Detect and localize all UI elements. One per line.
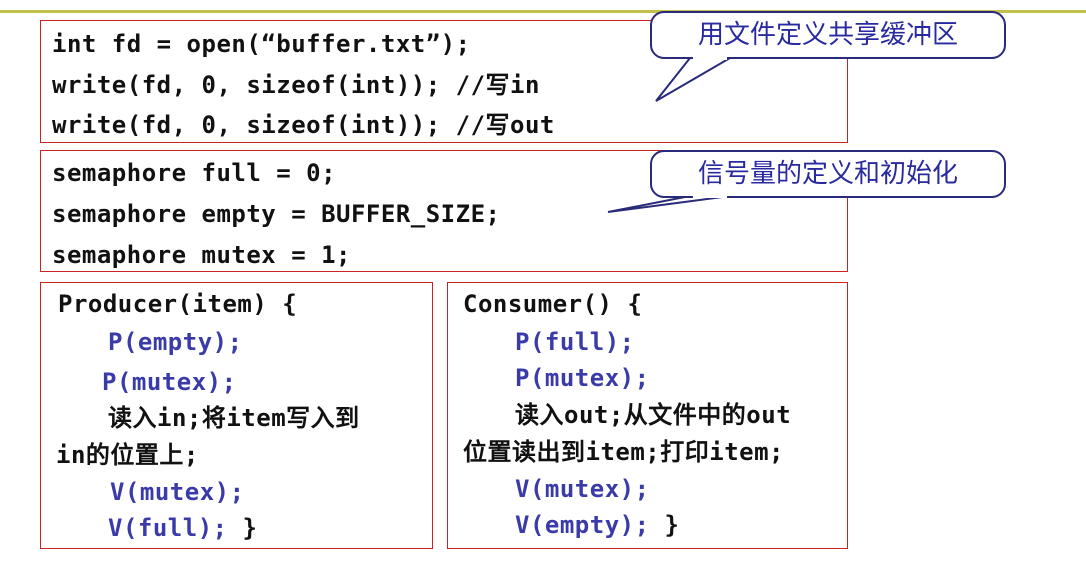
consumer-code-box (447, 282, 848, 549)
callout-pointer-cover-1 (693, 55, 727, 60)
top-rule (0, 10, 1086, 13)
code-line-open: int fd = open(“buffer.txt”); (52, 30, 471, 58)
consumer-v-mutex: V(mutex); (515, 475, 650, 503)
consumer-close-brace: } (649, 511, 680, 539)
producer-p-mutex: P(mutex); (102, 368, 237, 396)
producer-text-2: in的位置上; (56, 441, 199, 469)
consumer-text-1: 读入out;从文件中的out (515, 401, 792, 429)
producer-header: Producer(item) { (58, 290, 298, 318)
consumer-header: Consumer() { (463, 290, 643, 318)
code-line-write-out: write(fd, 0, sizeof(int)); //写out (52, 111, 555, 139)
producer-p-empty: P(empty); (108, 328, 243, 356)
producer-v-full-line: V(full); } (108, 513, 258, 543)
consumer-p-mutex: P(mutex); (515, 364, 650, 392)
callout-pointer-cover-2 (693, 193, 727, 198)
code-line-sem-full: semaphore full = 0; (52, 159, 337, 187)
code-line-sem-mutex: semaphore mutex = 1; (52, 241, 351, 269)
producer-v-full: V(full); (108, 514, 228, 542)
consumer-text-2: 位置读出到item;打印item; (463, 438, 784, 466)
producer-code-box (40, 282, 433, 549)
consumer-v-empty: V(empty); (515, 511, 650, 539)
callout-shared-buffer: 用文件定义共享缓冲区 (650, 11, 1006, 59)
producer-v-mutex: V(mutex); (110, 478, 245, 506)
code-line-write-in: write(fd, 0, sizeof(int)); //写in (52, 71, 540, 99)
consumer-v-empty-line: V(empty); } (515, 510, 679, 540)
producer-close-brace: } (227, 514, 258, 542)
consumer-p-full: P(full); (515, 328, 635, 356)
callout-semaphore-init: 信号量的定义和初始化 (650, 150, 1006, 198)
producer-text-1: 读入in;将item写入到 (108, 404, 360, 432)
code-line-sem-empty: semaphore empty = BUFFER_SIZE; (52, 200, 501, 228)
